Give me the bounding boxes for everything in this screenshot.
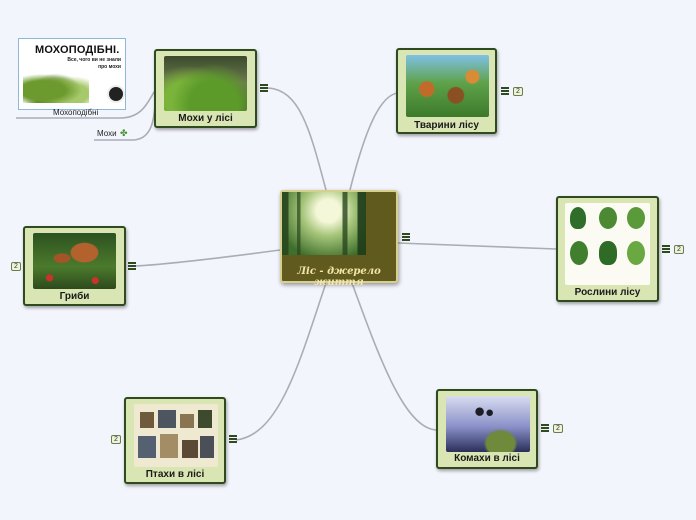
moss-image-subtitle: Все, чого ви не знали про мохи: [67, 57, 121, 70]
tree-icon: [570, 207, 586, 229]
link-mushrooms: [135, 249, 281, 267]
tree-icon: [599, 241, 617, 265]
mosses-label[interactable]: Мохи: [97, 129, 117, 138]
topic-birds-label: Птахи в лісі: [145, 469, 205, 480]
moss-topic-image: [164, 56, 247, 111]
bird-photo: [160, 434, 178, 458]
topic-moss[interactable]: Мохи у лісі: [154, 49, 257, 128]
link-moss: [267, 87, 327, 191]
bird-photo: [180, 414, 194, 428]
mushrooms-topic-image: [33, 233, 116, 289]
bird-photo: [158, 410, 176, 428]
tree-icon: [627, 241, 645, 265]
central-topic-label: Ліс - джерело життя: [297, 266, 381, 288]
mushrooms-count-badge[interactable]: 2: [11, 262, 21, 271]
mushrooms-notes-icon[interactable]: [128, 262, 136, 270]
plants-count-badge[interactable]: 2: [674, 245, 684, 254]
central-topic[interactable]: Ліс - джерело життя: [280, 190, 398, 288]
bird-photo: [140, 412, 154, 428]
moss-image-heading: МОХОПОДІБНІ.: [35, 44, 120, 56]
birds-notes-icon[interactable]: [229, 435, 237, 443]
topic-plants[interactable]: Рослини лісу: [556, 196, 659, 302]
moss-image-card[interactable]: МОХОПОДІБНІ. Все, чого ви не знали про м…: [18, 38, 126, 110]
topic-birds[interactable]: Птахи в лісі: [124, 397, 226, 484]
link-plants: [397, 242, 557, 250]
topic-insects[interactable]: Комахи в лісі: [436, 389, 538, 469]
moss-image-caption: Мохоподібні: [53, 108, 99, 117]
bird-photo: [200, 436, 214, 458]
link-animals: [349, 92, 399, 191]
tree-icon: [570, 241, 588, 265]
central-notes-icon[interactable]: [402, 233, 410, 241]
link-birds: [235, 282, 327, 441]
insects-count-badge[interactable]: 2: [553, 424, 563, 433]
link-insects: [351, 282, 437, 431]
topic-animals-label: Тварини лісу: [414, 120, 479, 131]
tree-icon: [627, 207, 645, 229]
topic-mushrooms[interactable]: Гриби: [23, 226, 126, 306]
animals-notes-icon[interactable]: [501, 87, 509, 95]
insects-notes-icon[interactable]: [541, 424, 549, 432]
animals-count-badge[interactable]: 2: [513, 87, 523, 96]
topic-insects-label: Комахи в лісі: [454, 453, 520, 464]
birds-topic-image: [134, 404, 218, 467]
tree-icon: [599, 207, 617, 229]
topic-plants-label: Рослини лісу: [574, 287, 641, 298]
bird-photo: [198, 410, 212, 428]
bird-photo: [138, 436, 156, 458]
topic-moss-label: Мохи у лісі: [178, 113, 233, 124]
animals-topic-image: [406, 55, 489, 117]
moss-notes-icon[interactable]: [260, 84, 268, 92]
topic-mushrooms-label: Гриби: [59, 291, 90, 302]
moss-photo: [23, 71, 89, 103]
moss-logo-icon: [107, 85, 125, 103]
birds-count-badge[interactable]: 2: [111, 435, 121, 444]
insects-topic-image: [446, 396, 530, 452]
clover-icon: ✤: [120, 128, 128, 138]
plants-notes-icon[interactable]: [662, 245, 670, 253]
plants-topic-image: [565, 203, 650, 285]
forest-image: [282, 192, 366, 255]
topic-animals[interactable]: Тварини лісу: [396, 48, 497, 134]
bird-photo: [182, 440, 198, 458]
